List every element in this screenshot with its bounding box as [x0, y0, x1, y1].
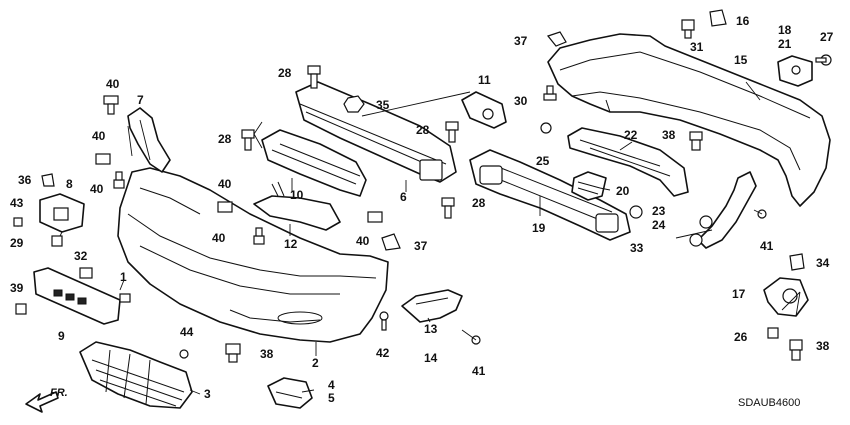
callout-18: 18 [778, 23, 792, 37]
front-bumper-face [117, 167, 389, 343]
rear-absorber [567, 127, 689, 197]
callout-14: 14 [424, 351, 438, 365]
front-absorber [261, 129, 367, 197]
callout-28d: 28 [472, 196, 486, 210]
callout-8: 8 [66, 177, 73, 191]
callout-40b: 40 [92, 129, 106, 143]
callout-41b: 41 [760, 239, 774, 253]
callout-42: 42 [376, 346, 390, 360]
callout-28b: 28 [218, 132, 232, 146]
callout-40c: 40 [90, 182, 104, 196]
callout-20: 20 [616, 184, 630, 198]
front-grille [79, 341, 193, 409]
side-bracket-7 [127, 107, 171, 173]
callout-30: 30 [514, 94, 528, 108]
fasteners [13, 9, 832, 363]
callout-4: 4 [328, 378, 335, 392]
callout-24: 24 [652, 218, 666, 232]
callout-23: 23 [652, 204, 666, 218]
front-bracket [253, 181, 341, 231]
callout-37a: 37 [514, 34, 528, 48]
callout-12: 12 [284, 237, 298, 251]
rear-bumper-face [547, 33, 831, 207]
callout-28c: 28 [416, 123, 430, 137]
callout-29: 29 [10, 236, 24, 250]
diagram-code: SDAUB4600 [738, 397, 800, 409]
callout-19: 19 [532, 221, 546, 235]
direction-label: FR. [50, 387, 68, 399]
callout-40a: 40 [106, 77, 120, 91]
bracket-11 [461, 91, 507, 129]
callout-15: 15 [734, 53, 748, 67]
rear-beam [469, 149, 631, 241]
callout-31: 31 [690, 40, 704, 54]
callout-21: 21 [778, 37, 792, 51]
callout-27: 27 [820, 30, 834, 44]
callout-16: 16 [736, 14, 750, 28]
callout-40e: 40 [212, 231, 226, 245]
callout-3: 3 [204, 387, 211, 401]
callout-39: 39 [10, 281, 24, 295]
callout-6: 6 [400, 190, 407, 204]
license-bracket [33, 267, 121, 325]
rear-pad [571, 171, 607, 201]
callouts: 1 2 3 4 5 6 7 8 9 10 11 12 13 14 15 16 1… [10, 14, 834, 405]
callout-13: 13 [424, 322, 438, 336]
bracket-13-14 [401, 289, 463, 323]
callout-44: 44 [180, 325, 194, 339]
callout-34: 34 [816, 256, 830, 270]
callout-26: 26 [734, 330, 748, 344]
callout-38a: 38 [662, 128, 676, 142]
callout-33: 33 [630, 241, 644, 255]
callout-1: 1 [120, 270, 127, 284]
callout-35: 35 [376, 98, 390, 112]
callout-22: 22 [624, 128, 638, 142]
rear-bracket-17 [763, 277, 809, 317]
callout-36: 36 [18, 173, 32, 187]
front-direction-arrow: FR. [25, 387, 68, 413]
callout-38b: 38 [260, 347, 274, 361]
callout-38c: 38 [816, 339, 830, 353]
callout-25: 25 [536, 154, 550, 168]
callout-43: 43 [10, 196, 24, 210]
callout-7: 7 [137, 93, 144, 107]
rear-bracket-18-21 [777, 55, 813, 87]
callout-2: 2 [312, 356, 319, 370]
callout-41a: 41 [472, 364, 486, 378]
fog-cover [267, 377, 313, 409]
callout-10: 10 [290, 188, 304, 202]
callout-11: 11 [478, 73, 491, 87]
callout-5: 5 [328, 391, 335, 405]
callout-37b: 37 [414, 239, 428, 253]
callout-32: 32 [74, 249, 88, 263]
callout-40d: 40 [218, 177, 232, 191]
rear-side-bracket [697, 171, 757, 249]
callout-28a: 28 [278, 66, 292, 80]
callout-17: 17 [732, 287, 746, 301]
callout-40f: 40 [356, 234, 370, 248]
side-bracket-8 [39, 193, 85, 233]
callout-9: 9 [58, 329, 65, 343]
leader-lines [59, 81, 801, 395]
